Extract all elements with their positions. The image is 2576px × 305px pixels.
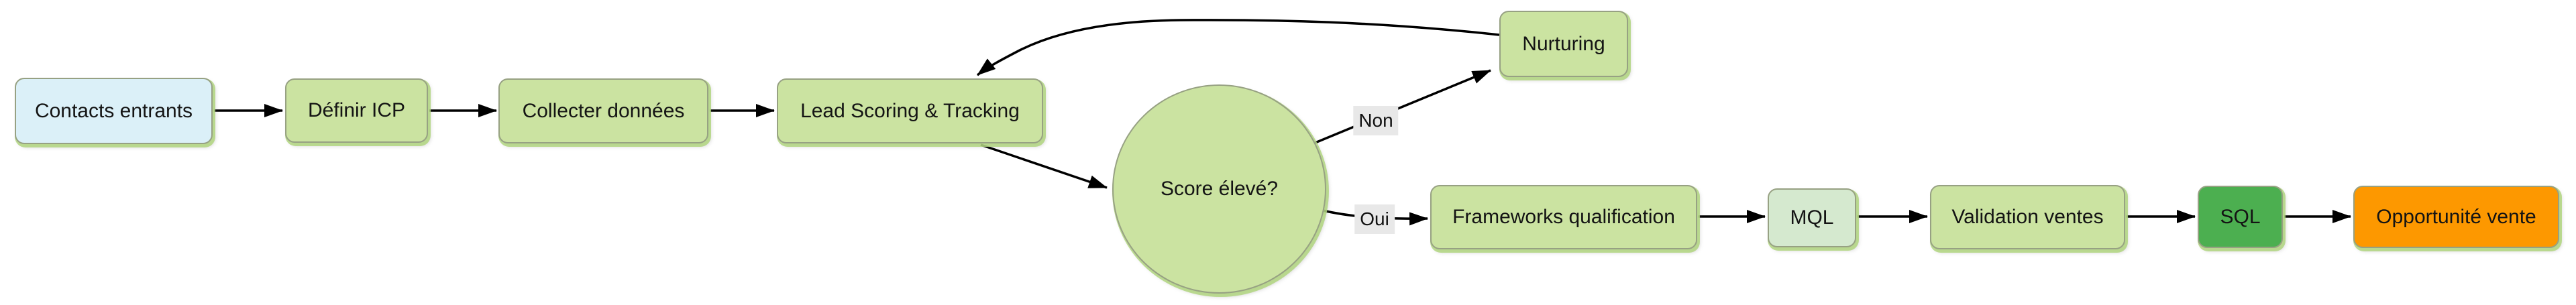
node-opportunite-vente-label: Opportunité vente	[2376, 205, 2536, 228]
node-sql-label: SQL	[2220, 205, 2261, 228]
node-contacts-entrants-label: Contacts entrants	[34, 99, 193, 122]
node-validation-ventes: Validation ventes	[1930, 185, 2125, 249]
node-collecter-donnees: Collecter données	[498, 78, 708, 143]
node-opportunite-vente: Opportunité vente	[2353, 186, 2559, 248]
node-lead-scoring-tracking-label: Lead Scoring & Tracking	[800, 99, 1020, 122]
node-definir-icp: Définir ICP	[285, 78, 428, 143]
node-contacts-entrants: Contacts entrants	[15, 78, 213, 144]
edge-label-non: Non	[1353, 106, 1399, 135]
node-sql: SQL	[2198, 186, 2283, 248]
edge-lead-score	[980, 143, 1108, 189]
node-mql-label: MQL	[1790, 206, 1834, 229]
node-validation-ventes-label: Validation ventes	[1951, 206, 2104, 228]
node-score-eleve-decision: Score élevé?	[1112, 84, 1326, 294]
node-frameworks-qualification-label: Frameworks qualification	[1452, 206, 1675, 228]
node-score-eleve-label: Score élevé?	[1160, 178, 1279, 200]
node-frameworks-qualification: Frameworks qualification	[1430, 185, 1697, 249]
node-collecter-donnees-label: Collecter données	[522, 99, 685, 122]
node-nurturing: Nurturing	[1499, 11, 1628, 77]
edge-label-oui: Oui	[1354, 204, 1395, 234]
node-mql: MQL	[1768, 188, 1856, 247]
edge-score-nurturing-non	[1313, 69, 1491, 145]
node-lead-scoring-tracking: Lead Scoring & Tracking	[777, 78, 1043, 143]
edge-nurturing-lead-return	[976, 19, 1500, 76]
node-nurturing-label: Nurturing	[1522, 32, 1605, 55]
node-definir-icp-label: Définir ICP	[307, 99, 406, 121]
